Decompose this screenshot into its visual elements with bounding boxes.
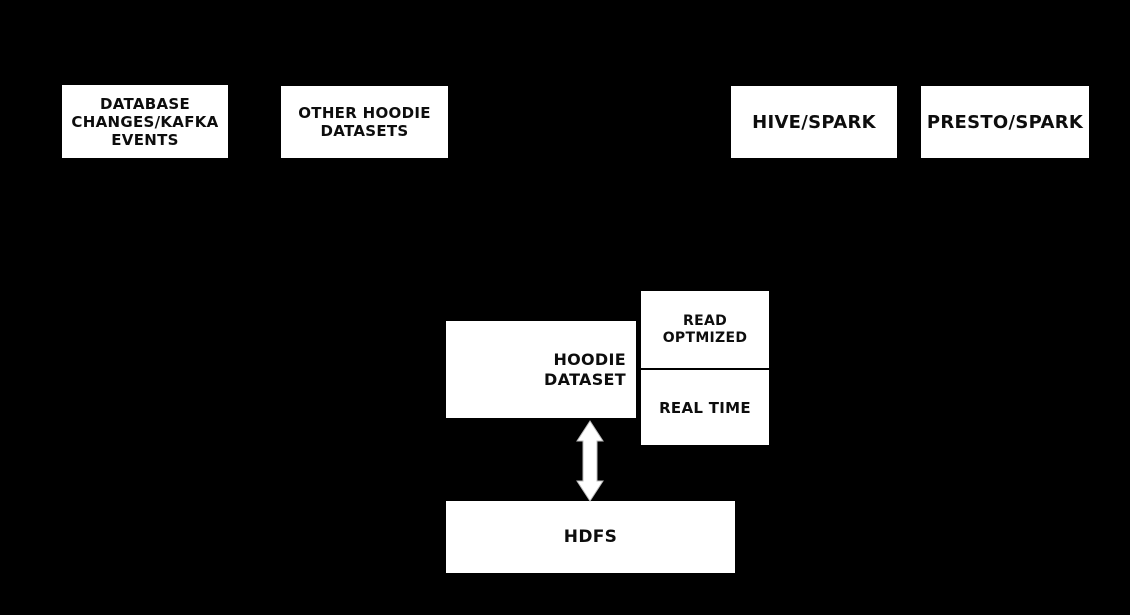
node-read-optimized-view: READ OPTMIZED [641,291,769,368]
node-label-other-hoodie-datasets: OTHER HOODIE DATASETS [298,104,431,140]
node-label-hdfs: HDFS [563,527,618,547]
node-other-hoodie-datasets: OTHER HOODIE DATASETS [281,86,448,158]
node-database-changes-kafka-events: DATABASE CHANGES/KAFKA EVENTS [62,85,228,158]
node-label-hive-spark: HIVE/SPARK [752,111,876,133]
node-hive-spark: HIVE/SPARK [731,86,897,158]
node-hdfs: HDFS [446,501,735,573]
node-hoodie-dataset: HOODIE DATASET [446,321,636,418]
node-presto-spark: PRESTO/SPARK [921,86,1089,158]
node-real-time-view: REAL TIME [641,370,769,445]
up-down-arrow-icon [576,420,604,502]
node-label-database-changes: DATABASE CHANGES/KAFKA EVENTS [71,94,219,149]
node-label-presto-spark: PRESTO/SPARK [926,111,1084,133]
node-label-read-optimized: READ OPTMIZED [662,312,748,346]
node-label-real-time: REAL TIME [659,398,751,417]
node-label-hoodie-dataset: HOODIE DATASET [544,349,626,389]
